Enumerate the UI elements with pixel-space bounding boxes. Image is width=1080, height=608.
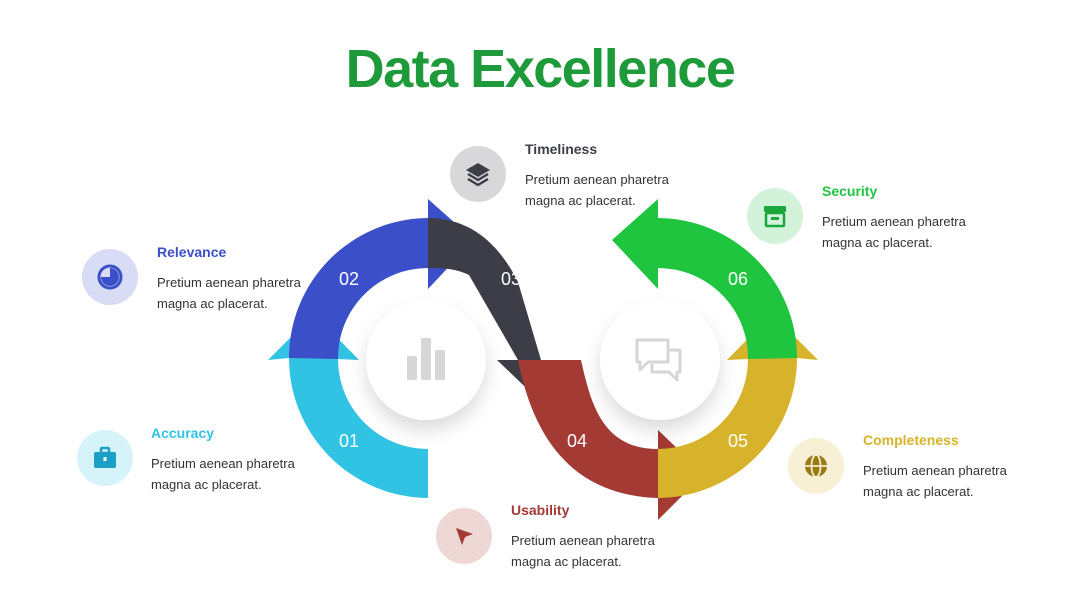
relevance-icon-circle: [82, 249, 138, 305]
archive-box-icon: [764, 206, 786, 228]
step-number: 02: [339, 269, 359, 289]
step-timeliness: Timeliness Pretium aenean pharetra magna…: [525, 141, 755, 211]
step-title: Security: [822, 183, 878, 199]
step-completeness: Completeness Pretium aenean pharetra mag…: [863, 432, 1080, 502]
globe-icon: [805, 454, 827, 478]
security-icon-circle: [747, 188, 803, 244]
step-title: Completeness: [863, 432, 959, 448]
layers-icon: [466, 163, 490, 187]
step-description: Pretium aenean pharetra magna ac placera…: [511, 533, 655, 569]
step-accuracy: Accuracy Pretium aenean pharetra magna a…: [151, 425, 381, 495]
step-number: 04: [567, 431, 587, 451]
segment-usability: [518, 360, 704, 520]
pie-chart-icon: [97, 264, 123, 290]
segment-timeliness: [428, 218, 561, 404]
step-description: Pretium aenean pharetra magna ac placera…: [525, 172, 669, 208]
step-title: Accuracy: [151, 425, 215, 441]
step-number: 06: [728, 269, 748, 289]
completeness-icon-circle: [788, 438, 844, 494]
step-description: Pretium aenean pharetra magna ac placera…: [151, 456, 295, 492]
step-relevance: Relevance Pretium aenean pharetra magna …: [157, 244, 387, 314]
page-title: Data Excellence: [345, 39, 736, 99]
usability-icon-circle: [436, 508, 492, 564]
step-title: Relevance: [157, 244, 227, 260]
step-number: 03: [501, 269, 521, 289]
chat-bubbles-icon: [635, 338, 682, 382]
step-description: Pretium aenean pharetra magna ac placera…: [157, 275, 301, 311]
segment-accuracy: [268, 314, 428, 498]
accuracy-icon-circle: [77, 430, 133, 486]
segment-completeness: [658, 314, 818, 498]
step-title: Timeliness: [525, 141, 598, 157]
step-description: Pretium aenean pharetra magna ac placera…: [822, 214, 966, 250]
bar-chart-icon: [407, 338, 445, 380]
timeliness-icon-circle: [450, 146, 506, 202]
segment-relevance: [289, 199, 474, 359]
step-number: 01: [339, 431, 359, 451]
segment-security: [612, 199, 797, 359]
inner-circle-right: [600, 300, 720, 420]
step-security: Security Pretium aenean pharetra magna a…: [822, 183, 1052, 253]
step-usability: Usability Pretium aenean pharetra magna …: [511, 502, 741, 572]
step-description: Pretium aenean pharetra magna ac placera…: [863, 463, 1007, 499]
briefcase-icon: [94, 446, 116, 468]
cursor-arrow-icon: [456, 528, 473, 545]
step-title: Usability: [511, 502, 570, 518]
step-number: 05: [728, 431, 748, 451]
